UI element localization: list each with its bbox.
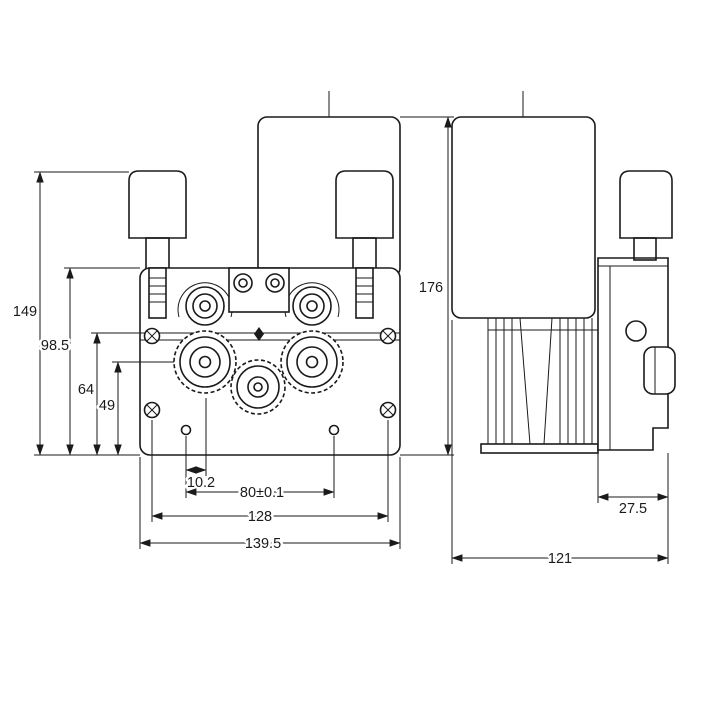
knob-shaft-left <box>145 237 170 270</box>
dim-overall-height: 176 <box>400 116 454 456</box>
pressure-roller-right <box>292 286 332 326</box>
tension-knob-side <box>619 170 673 261</box>
dim-roller-axis-height: 49 <box>96 361 174 456</box>
mount-hole-right <box>328 424 340 436</box>
dim-label-149: 149 <box>13 304 37 320</box>
screw-bottom-right <box>379 401 397 419</box>
knob-cap-left <box>128 170 187 239</box>
dim-knob-top-to-base: 149 <box>10 171 140 456</box>
dim-label-98-5: 98.5 <box>41 338 69 354</box>
inlet-guide-block <box>228 267 290 313</box>
pivot-hole <box>625 320 647 342</box>
inlet-bolt-left <box>233 273 253 293</box>
knob-cap-side <box>619 170 673 239</box>
wire-entry-marker <box>254 327 264 341</box>
gearbox-fins <box>487 317 598 445</box>
dim-screw-spacing: 128 <box>151 420 389 528</box>
dim-label-10-2: 10.2 <box>187 475 215 491</box>
dim-label-121: 121 <box>548 551 572 567</box>
spring-slot-left <box>148 267 167 319</box>
dim-hole-offset: 10.2 <box>184 398 218 498</box>
drive-roller-left <box>173 330 237 394</box>
dim-label-128: 128 <box>248 509 272 525</box>
dim-label-49: 49 <box>99 398 115 414</box>
dim-wire-line-height: 64 <box>75 332 140 456</box>
dim-mount-hole-spacing: 80±0.1 <box>185 436 335 504</box>
spring-slot-right <box>355 267 374 319</box>
tension-knob-left <box>128 170 187 270</box>
screw-mid-left <box>143 327 161 345</box>
dim-label-27-5: 27.5 <box>619 501 647 517</box>
front-view <box>128 91 401 456</box>
motor-housing-front <box>257 116 401 278</box>
roller-edge-side <box>643 346 676 395</box>
mount-hole-left <box>180 424 192 436</box>
dim-plate-height: 98.5 <box>38 267 140 456</box>
inlet-bolt-right <box>265 273 285 293</box>
motor-housing-side <box>451 116 596 319</box>
pressure-roller-left <box>185 286 225 326</box>
guide-roller-center <box>230 359 286 415</box>
dim-overall-width: 139.5 <box>139 457 401 555</box>
side-view <box>451 91 676 454</box>
drive-roller-right <box>280 330 344 394</box>
knob-cap-right <box>335 170 394 239</box>
screw-mid-right <box>379 327 397 345</box>
screw-bottom-left <box>143 401 161 419</box>
dim-overall-depth: 121 <box>451 320 669 570</box>
dim-label-139-5: 139.5 <box>245 536 281 552</box>
base-flange <box>480 443 599 454</box>
dim-label-80: 80±0.1 <box>240 485 284 501</box>
side-plate <box>597 257 676 451</box>
dim-plate-depth: 27.5 <box>597 453 669 564</box>
dim-label-176: 176 <box>419 280 443 296</box>
knob-shaft-side <box>633 237 657 261</box>
dim-label-64: 64 <box>78 382 94 398</box>
